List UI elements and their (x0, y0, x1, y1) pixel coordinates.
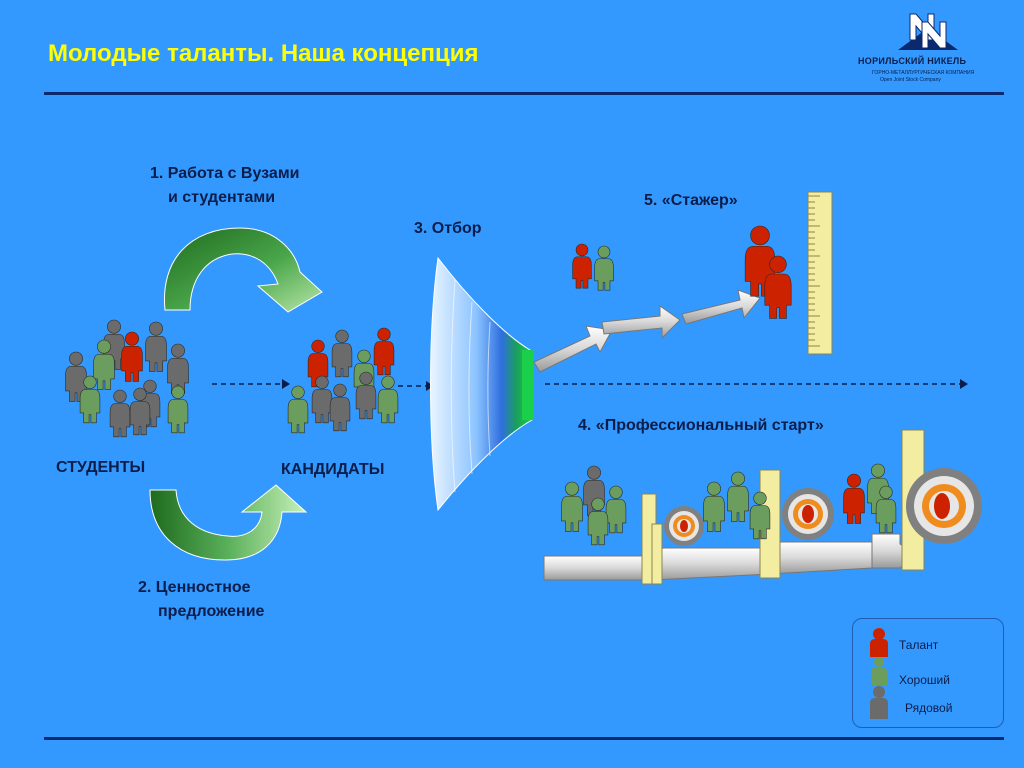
candidates-label: КАНДИДАТЫ (281, 461, 385, 478)
person-good-icon (79, 375, 101, 424)
person-talent-icon (373, 327, 395, 376)
legend-ordinary-label: Рядовой (905, 701, 953, 715)
person-talent-icon (121, 331, 143, 382)
people-layer (65, 225, 897, 546)
curved-arrow-bottom-icon (149, 484, 308, 561)
person-ordinary-icon (329, 383, 351, 432)
dashed-arrow-candidates (398, 381, 434, 391)
target-medium-icon (782, 488, 834, 540)
person-good-icon (587, 497, 609, 546)
person-good-icon (594, 245, 614, 291)
target-small-icon (664, 506, 704, 546)
legend-talent-icon (870, 628, 888, 657)
person-good-icon (93, 339, 115, 390)
person-talent-icon (572, 243, 592, 289)
page-title: Молодые таланты. Наша концепция (48, 40, 479, 67)
person-good-icon (749, 491, 771, 540)
person-ordinary-icon (167, 343, 189, 394)
ruler-stazher-icon (807, 191, 833, 355)
step3-label: 3. Отбор (414, 220, 482, 237)
person-talent-icon (764, 255, 792, 319)
company-logo: НОРИЛЬСКИЙ НИКЕЛЬ ГОРНО-МЕТАЛЛУРГИЧЕСКАЯ… (858, 12, 998, 84)
bottom-divider (44, 737, 1004, 740)
legend-talent-label: Талант (899, 638, 939, 652)
logo-subtitle-2: Open Joint Stock Company (880, 77, 941, 83)
students-label: СТУДЕНТЫ (56, 459, 146, 476)
person-good-icon (167, 385, 189, 434)
person-ordinary-icon (311, 375, 333, 424)
person-ordinary-icon (331, 329, 353, 378)
person-good-icon (703, 481, 725, 532)
person-ordinary-icon (355, 371, 377, 420)
legend-good-icon (871, 657, 887, 685)
step2-label-line2: предложение (158, 603, 265, 620)
logo-name: НОРИЛЬСКИЙ НИКЕЛЬ (858, 56, 967, 66)
dashed-arrow-main (545, 379, 968, 389)
logo-mark-icon (898, 13, 958, 50)
top-divider (44, 92, 1004, 95)
person-ordinary-icon (145, 321, 167, 372)
curved-arrow-top-icon (163, 227, 323, 313)
step2-label-line1: 2. Ценностное (138, 579, 251, 596)
step4-label: 4. «Профессиональный старт» (578, 417, 824, 434)
person-good-icon (561, 481, 583, 532)
person-good-icon (875, 485, 897, 534)
logo-subtitle: ГОРНО-МЕТАЛЛУРГИЧЕСКАЯ КОМПАНИЯ (872, 70, 975, 76)
person-good-icon (377, 375, 399, 424)
legend-ordinary-icon (870, 686, 888, 719)
person-good-icon (287, 385, 309, 434)
person-good-icon (727, 471, 749, 522)
step1-label-line1: 1. Работа с Вузами (150, 165, 300, 182)
step5-label: 5. «Стажер» (644, 192, 738, 209)
person-ordinary-icon (129, 387, 151, 436)
person-talent-icon (843, 473, 865, 524)
person-good-icon (605, 485, 627, 534)
legend: Талант Хороший Рядовой (852, 618, 1004, 728)
growth-arrows-icon (533, 289, 761, 373)
dashed-arrow-students (212, 379, 290, 389)
step1-label-line2: и студентами (168, 189, 276, 206)
target-large-icon (906, 468, 982, 544)
selection-funnel-icon (430, 256, 534, 512)
legend-good-label: Хороший (899, 673, 950, 687)
person-ordinary-icon (109, 389, 131, 438)
